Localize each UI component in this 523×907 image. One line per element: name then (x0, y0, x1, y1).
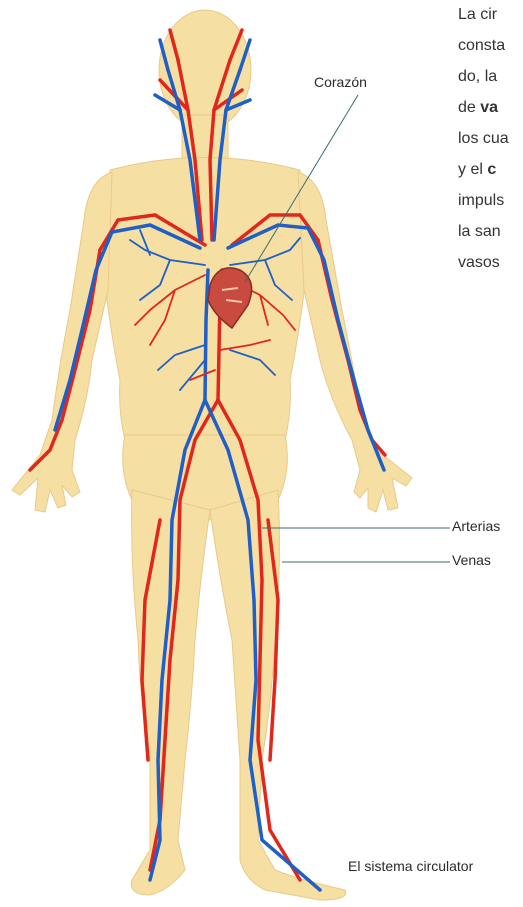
intro-line-9: vasos (458, 254, 500, 272)
intro-line-1: La cir (458, 6, 497, 24)
intro-line-5: los cua (458, 130, 509, 148)
arm-right (298, 172, 412, 512)
leg-right (210, 490, 346, 900)
intro-line-6: y el c (458, 161, 496, 179)
figure-caption: El sistema circulator (348, 858, 473, 874)
head (159, 10, 251, 130)
intro-line-8: la san (458, 223, 501, 241)
intro-line-3: do, la (458, 68, 497, 86)
arm-left (12, 172, 112, 512)
arteries-label: Arterias (452, 518, 500, 534)
heart-label: Corazón (314, 74, 367, 90)
intro-line-7: impuls (458, 192, 504, 210)
intro-line-4: de va (458, 99, 498, 117)
veins-label: Venas (452, 552, 491, 568)
intro-line-2: consta (458, 37, 505, 55)
